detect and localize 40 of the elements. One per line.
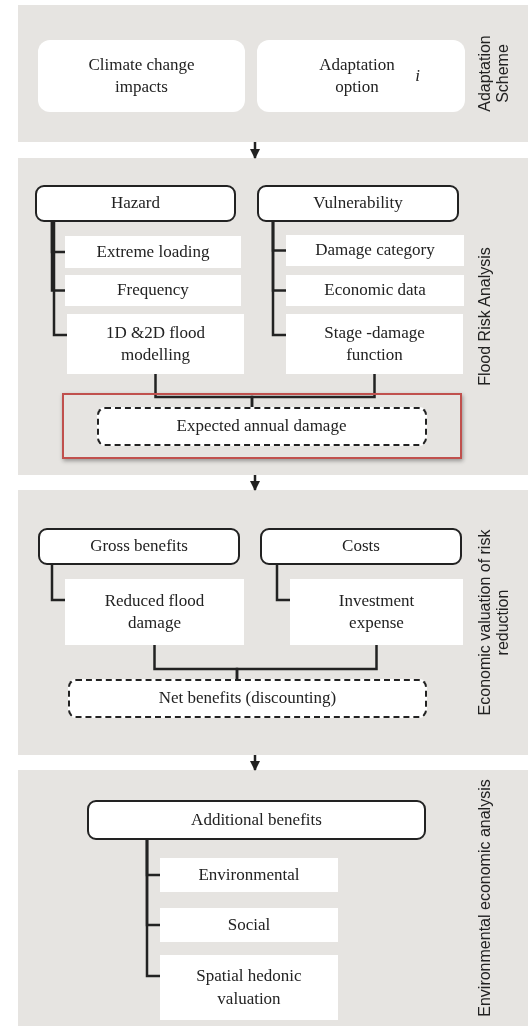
arrow — [250, 755, 260, 771]
connector-line — [50, 565, 65, 602]
category-box: Costs — [260, 528, 462, 565]
connector-line — [145, 840, 160, 978]
item-box: Reduced flood damage — [65, 579, 244, 645]
connector-line — [52, 222, 67, 337]
category-box: Vulnerability — [257, 185, 459, 222]
rounded-box: Climate change impacts — [38, 40, 245, 112]
highlight-frame — [62, 393, 462, 459]
dashed-box: Net benefits (discounting) — [68, 679, 427, 718]
section-label: Flood Risk Analysis — [476, 246, 494, 388]
section-panel — [18, 490, 528, 755]
item-box: Extreme loading — [65, 236, 241, 268]
item-box: Frequency — [65, 275, 241, 306]
section-label: Environmental economic analysis — [476, 778, 494, 1019]
rounded-box: Adaptation option i — [257, 40, 465, 112]
item-box: Damage category — [286, 235, 464, 266]
section-panel — [18, 5, 528, 142]
section-label: Economic valuation of risk reduction — [476, 528, 513, 718]
connector-line — [235, 645, 378, 679]
item-box: Stage -damage function — [286, 314, 463, 374]
item-box: Investment expense — [290, 579, 463, 645]
item-box: Social — [160, 908, 338, 942]
arrow — [250, 142, 260, 159]
section-panel — [18, 770, 528, 1026]
section-label: Adaptation Scheme — [476, 34, 513, 114]
item-box: Economic data — [286, 275, 464, 306]
dashed-box: Expected annual damage — [96, 406, 427, 446]
section-panel — [18, 158, 528, 475]
category-box: Hazard — [35, 185, 236, 222]
arrow — [250, 475, 260, 491]
item-box: Spatial hedonic valuation — [160, 955, 338, 1020]
category-box: Gross benefits — [38, 528, 240, 565]
item-box: Environmental — [160, 858, 338, 892]
connector-line — [271, 222, 286, 337]
connector-line — [250, 374, 376, 407]
item-box: 1D &2D flood modelling — [67, 314, 244, 374]
category-box: Additional benefits — [87, 800, 426, 840]
connector-line — [275, 565, 290, 602]
connector-line — [50, 222, 65, 292]
